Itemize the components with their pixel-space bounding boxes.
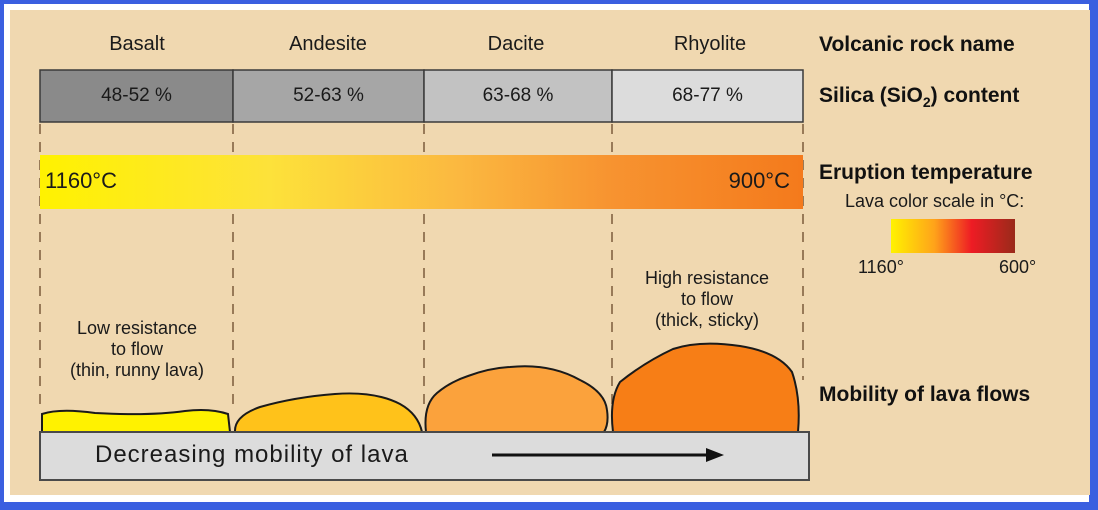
mobility-bar-label: Decreasing mobility of lava — [95, 441, 409, 468]
silica-cell — [232, 69, 425, 123]
temperature-hot-label: 1160°C — [45, 168, 117, 193]
temperature-bar — [40, 155, 803, 209]
lava-scale-max-label: 600° — [999, 257, 1037, 277]
silica-value-rhyolite: 68-77 % — [672, 85, 743, 106]
lava-scale-title: Lava color scale in °C: — [845, 191, 1025, 211]
rock-name-rhyolite: Rhyolite — [673, 33, 747, 55]
row-label-mobility: Mobility of lava flows — [819, 383, 1031, 406]
rock-name-andesite: Andesite — [289, 33, 367, 55]
lava-flow-dacite — [424, 365, 609, 433]
temperature-cool-label: 900°C — [728, 168, 790, 193]
row-label-eruption-temperature: Eruption temperature — [819, 161, 1033, 184]
mobility-arrow-head — [706, 448, 724, 462]
row-label-rock-name: Volcanic rock name — [819, 33, 1015, 56]
silica-value-andesite: 52-63 % — [293, 85, 364, 106]
lava-flow-rhyolite — [610, 342, 800, 433]
lava-scale-min-label: 1160° — [858, 257, 904, 277]
silica-cell — [39, 69, 234, 123]
silica-cell — [423, 69, 613, 123]
lava-color-scale — [891, 219, 1015, 253]
row-label-silica: Silica (SiO2) content — [819, 84, 1020, 111]
lava-flow-basalt — [41, 409, 232, 433]
silica-value-dacite: 63-68 % — [482, 85, 554, 106]
silica-value-basalt: 48-52 % — [101, 85, 172, 106]
silica-cell — [611, 69, 804, 123]
rock-name-basalt: Basalt — [109, 33, 165, 55]
rock-name-dacite: Dacite — [487, 33, 545, 55]
lava-flow-andesite — [233, 392, 424, 433]
